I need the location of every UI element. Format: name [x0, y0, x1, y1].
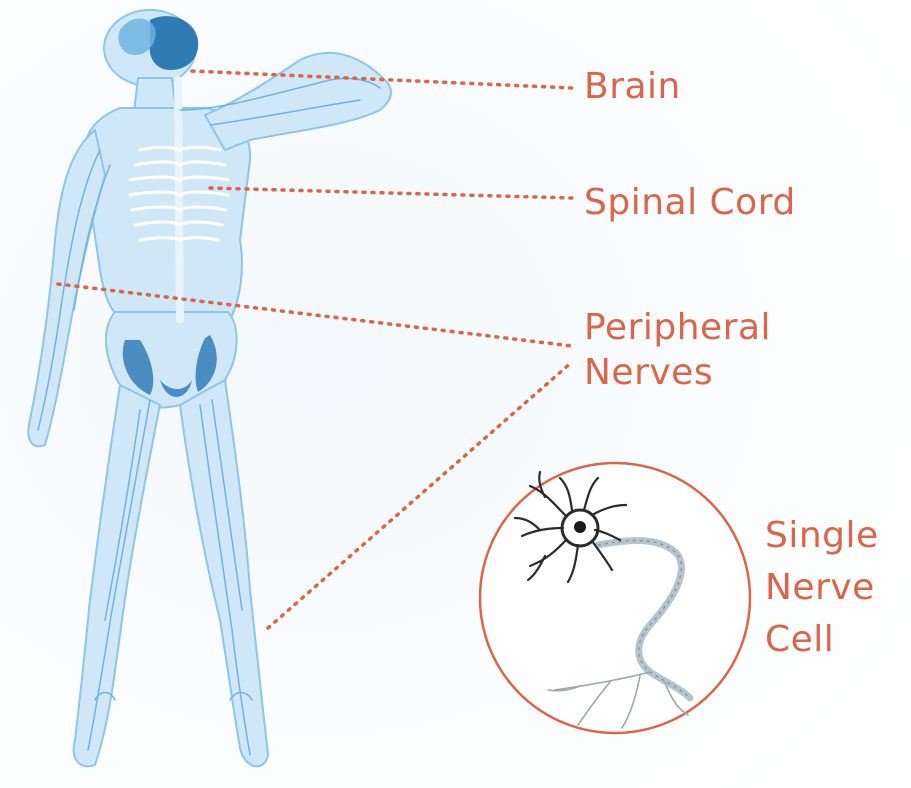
peripheral-nerves-label: Peripheral Nerves: [584, 305, 771, 395]
nerve-cell-circle: [480, 463, 750, 733]
single-nerve-cell-label: Single Nerve Cell: [765, 510, 879, 666]
peripheral-label-line2: Nerves: [584, 350, 771, 395]
neck: [134, 78, 176, 112]
nerve-cell-inset: [480, 463, 750, 733]
spinal-cord-label: Spinal Cord: [584, 180, 796, 225]
nucleus: [574, 521, 586, 533]
cell-label-line3: Cell: [765, 614, 879, 666]
cell-label-line1: Single: [765, 510, 879, 562]
peripheral-label-line1: Peripheral: [584, 305, 771, 350]
spinal-cord-label-text: Spinal Cord: [584, 180, 796, 225]
brain-label: Brain: [584, 64, 681, 109]
brain-label-text: Brain: [584, 64, 681, 109]
cell-label-line2: Nerve: [765, 562, 879, 614]
